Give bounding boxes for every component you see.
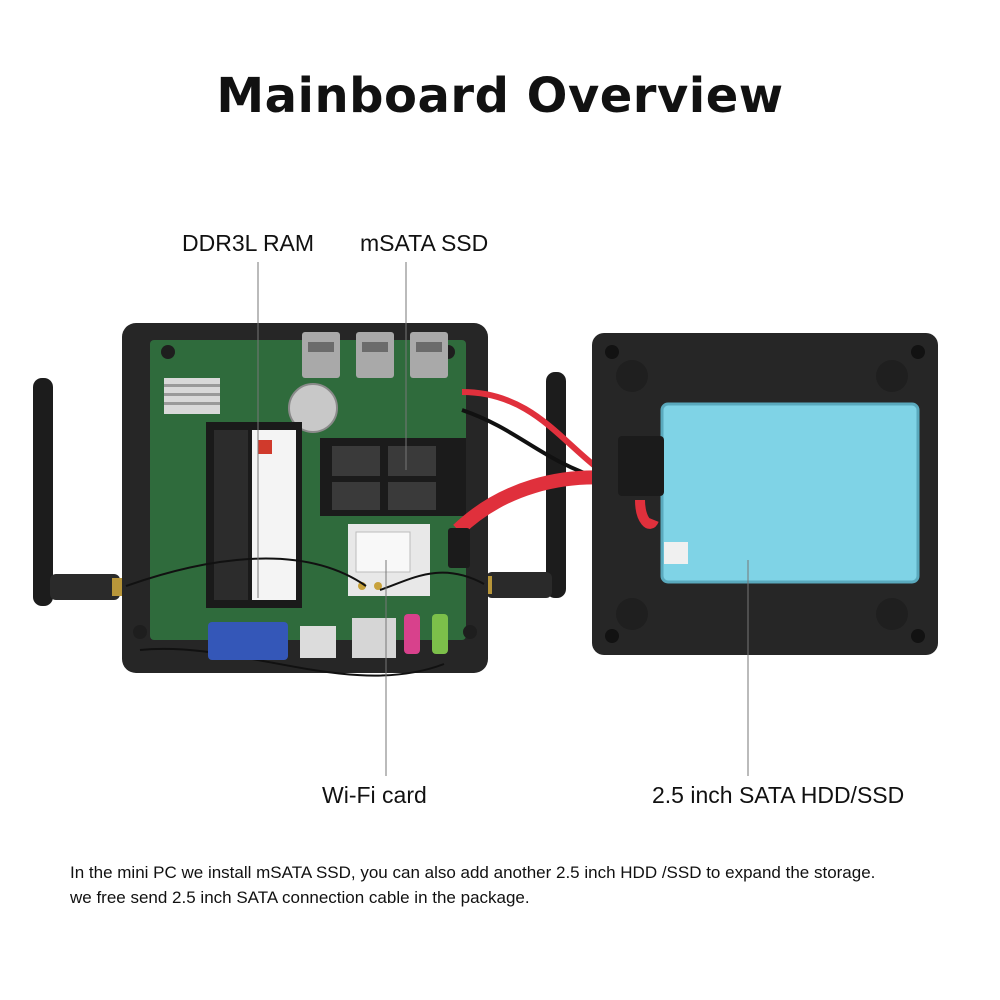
left-antenna xyxy=(33,378,126,606)
usb-ports xyxy=(302,332,448,378)
description-line-1: In the mini PC we install mSATA SSD, you… xyxy=(70,863,876,882)
wifi-card-module xyxy=(348,524,430,596)
board-vent xyxy=(164,378,220,414)
sata-drive xyxy=(618,402,920,584)
description: In the mini PC we install mSATA SSD, you… xyxy=(70,860,970,910)
callout-msata-ssd: mSATA SSD xyxy=(360,230,489,256)
cmos-battery xyxy=(288,383,338,433)
callout-sata-drive: 2.5 inch SATA HDD/SSD xyxy=(652,782,905,808)
callout-wifi-card: Wi-Fi card xyxy=(322,782,427,808)
msata-ssd-module xyxy=(320,438,466,516)
callout-ddr3l-ram: DDR3L RAM xyxy=(182,230,315,256)
rear-io-ports xyxy=(208,614,448,660)
description-line-2: we free send 2.5 inch SATA connection ca… xyxy=(70,888,530,907)
page-title: Mainboard Overview xyxy=(216,68,784,124)
ram-module xyxy=(206,422,302,608)
